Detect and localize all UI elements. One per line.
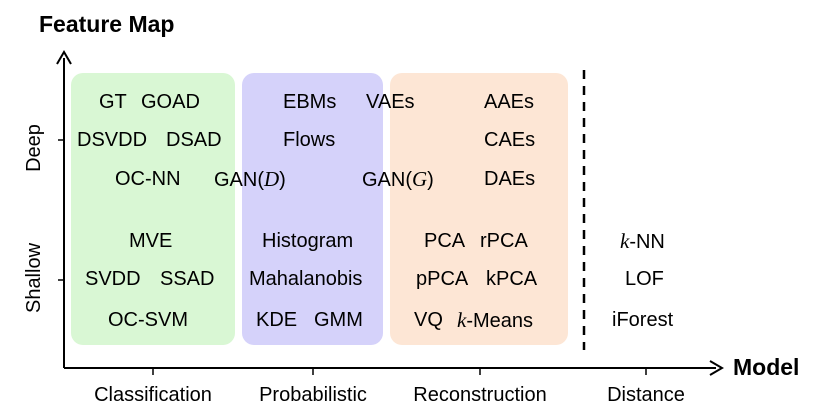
- k-nn-var: k: [620, 229, 630, 253]
- method-iforest: iForest: [612, 309, 674, 331]
- method-dsvdd: DSVDD: [77, 129, 148, 151]
- y-axis-title: Feature Map: [39, 11, 175, 37]
- method-gan-g: GAN(G): [362, 167, 434, 191]
- method-ebms: EBMs: [283, 91, 337, 113]
- gan-d-suffix: ): [279, 169, 286, 191]
- method-mahalanobis: Mahalanobis: [249, 268, 363, 290]
- method-gan-d: GAN(D): [214, 167, 286, 191]
- classification-region: [71, 73, 235, 345]
- x-label-probabilistic: Probabilistic: [259, 384, 367, 406]
- method-vaes: VAEs: [366, 91, 415, 113]
- method-dsad: DSAD: [166, 129, 222, 151]
- method-k-nn: k-NN: [620, 229, 665, 253]
- x-label-classification: Classification: [94, 384, 212, 406]
- method-oc-nn: OC-NN: [115, 168, 181, 190]
- x-label-distance: Distance: [607, 384, 685, 406]
- method-histogram: Histogram: [262, 230, 354, 252]
- k-nn-suffix: -NN: [629, 231, 665, 253]
- method-ssad: SSAD: [160, 268, 215, 290]
- x-axis-arrowhead: [709, 360, 724, 376]
- method-rpca: rPCA: [480, 230, 528, 252]
- method-oc-svm: OC-SVM: [108, 309, 188, 331]
- gan-d-var: D: [264, 167, 280, 191]
- x-axis-title: Model: [733, 354, 800, 380]
- method-svdd: SVDD: [85, 268, 141, 290]
- y-label-shallow: Shallow: [23, 242, 45, 314]
- gan-d-prefix: GAN(: [214, 169, 264, 191]
- k-means-var: k: [457, 308, 467, 332]
- method-gt: GT: [99, 91, 127, 113]
- method-lof: LOF: [625, 268, 664, 290]
- method-kpca: kPCA: [486, 268, 538, 290]
- reconstruction-region: [390, 73, 568, 345]
- gan-g-var: G: [412, 167, 428, 191]
- method-daes: DAEs: [484, 168, 536, 190]
- y-axis-arrowhead: [56, 50, 72, 65]
- method-ppca: pPCA: [416, 268, 469, 290]
- method-pca: PCA: [424, 230, 466, 252]
- probabilistic-region: [242, 73, 383, 345]
- y-label-deep: Deep: [23, 124, 45, 172]
- method-goad: GOAD: [141, 91, 200, 113]
- method-flows: Flows: [283, 129, 336, 151]
- method-vq: VQ: [414, 309, 443, 331]
- gan-g-suffix: ): [427, 169, 434, 191]
- method-k-means: k-Means: [457, 308, 534, 332]
- x-label-reconstruction: Reconstruction: [413, 384, 547, 406]
- gan-g-prefix: GAN(: [362, 169, 412, 191]
- method-aaes: AAEs: [484, 91, 535, 113]
- method-kde: KDE: [256, 309, 298, 331]
- method-gmm: GMM: [314, 309, 363, 331]
- method-mve: MVE: [129, 230, 173, 252]
- method-caes: CAEs: [484, 129, 536, 151]
- k-means-suffix: -Means: [466, 310, 534, 332]
